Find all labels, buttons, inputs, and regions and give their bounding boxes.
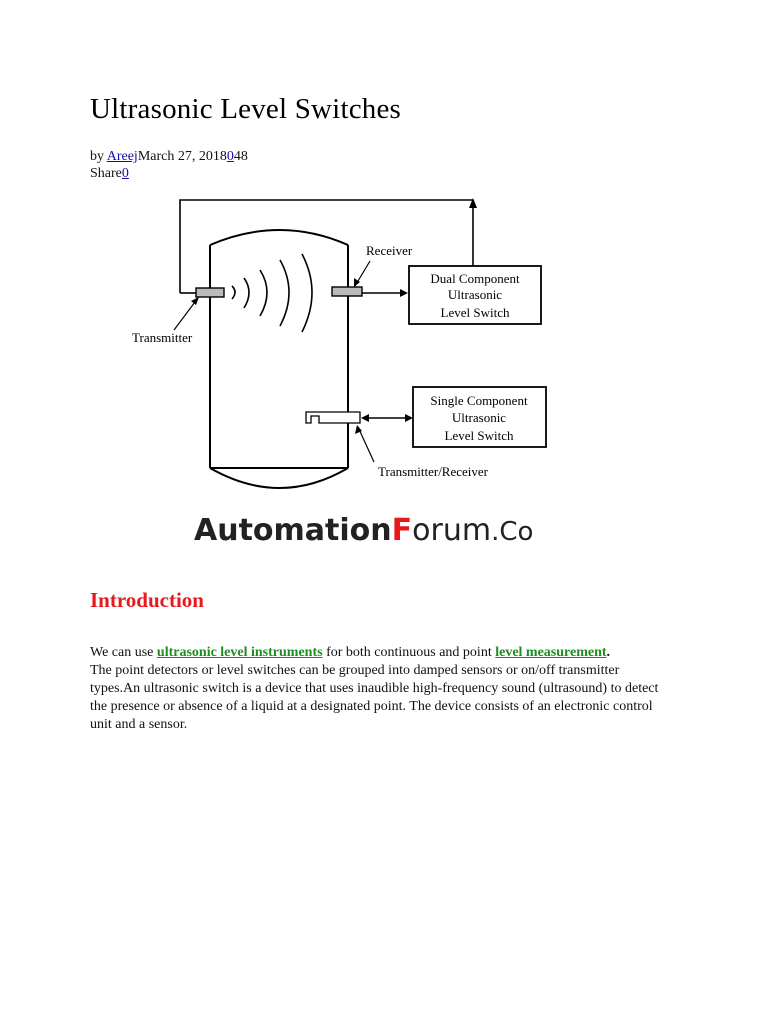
dual-label-line3: Level Switch xyxy=(441,305,510,320)
byline-prefix: by xyxy=(90,149,107,164)
intro-text-1: We can use xyxy=(90,645,157,660)
automationforum-logo: AutomationForum.Co xyxy=(194,513,533,548)
wave-3 xyxy=(259,269,268,317)
transceiver-label: Transmitter/Receiver xyxy=(378,464,489,479)
single-label-line1: Single Component xyxy=(430,393,528,408)
wave-4 xyxy=(279,259,290,327)
transmitter-label: Transmitter xyxy=(132,330,193,345)
link-ultrasonic-level-instruments[interactable]: ultrasonic level instruments xyxy=(156,645,323,660)
wire-arrow-head xyxy=(469,198,477,208)
link-level-measurement[interactable]: level measurement xyxy=(495,645,607,660)
vessel-bottom-dome xyxy=(209,467,349,489)
transceiver-pointer-head xyxy=(355,425,362,434)
receiver-label: Receiver xyxy=(366,243,413,258)
share-count-link[interactable]: 0 xyxy=(121,166,129,181)
dual-component-box xyxy=(408,265,542,325)
sound-waves xyxy=(231,253,313,333)
logo-part-2: F xyxy=(392,513,413,548)
intro-text-2: for both continuous and point xyxy=(322,645,496,660)
transmitter-pointer-head xyxy=(191,297,199,305)
single-label-line2: Ultrasonic xyxy=(452,410,506,425)
section-heading-introduction: Introduction xyxy=(90,588,204,612)
feedback-wire xyxy=(179,199,473,293)
logo-part-3: orum xyxy=(412,513,491,548)
page-title: Ultrasonic Level Switches xyxy=(90,93,402,125)
comments-count-link[interactable]: 0 xyxy=(226,149,234,164)
wave-2 xyxy=(243,277,250,309)
receiver-sensor xyxy=(331,286,363,297)
receiver-to-dual-arrow xyxy=(400,289,408,297)
vessel xyxy=(209,229,349,489)
single-wire-arrow-right xyxy=(405,414,413,422)
single-wire-arrow-left xyxy=(361,414,369,422)
transmitter-sensor xyxy=(195,287,225,298)
byline: by AreejMarch 27, 2018048 xyxy=(90,148,248,165)
logo-part-1: Automation xyxy=(194,513,392,548)
wave-1 xyxy=(231,285,236,300)
single-component-box xyxy=(412,386,547,448)
dual-label-line1: Dual Component xyxy=(430,271,520,286)
intro-text-3: . xyxy=(606,645,611,660)
ultrasonic-diagram: Receiver Dual Component Ultrasonic Level… xyxy=(130,190,570,550)
intro-paragraph: We can use ultrasonic level instruments … xyxy=(90,644,670,734)
receiver-pointer-head xyxy=(354,278,360,287)
dual-label-line2: Ultrasonic xyxy=(448,287,502,302)
author-link[interactable]: Areej xyxy=(106,149,138,164)
views-count: 48 xyxy=(233,149,248,164)
intro-text-4: The point detectors or level switches ca… xyxy=(90,663,659,732)
share-label: Share xyxy=(90,166,122,181)
share-row: Share0 xyxy=(90,165,129,182)
transceiver-pointer xyxy=(357,426,375,463)
vessel-top-dome xyxy=(209,229,349,246)
single-label-line3: Level Switch xyxy=(445,428,514,443)
single-sensor xyxy=(305,411,361,424)
logo-part-4: .Co xyxy=(491,517,533,547)
post-date: March 27, 2018 xyxy=(137,149,227,164)
wave-5 xyxy=(301,253,313,333)
diagram-svg: Receiver Dual Component Ultrasonic Level… xyxy=(132,198,547,548)
